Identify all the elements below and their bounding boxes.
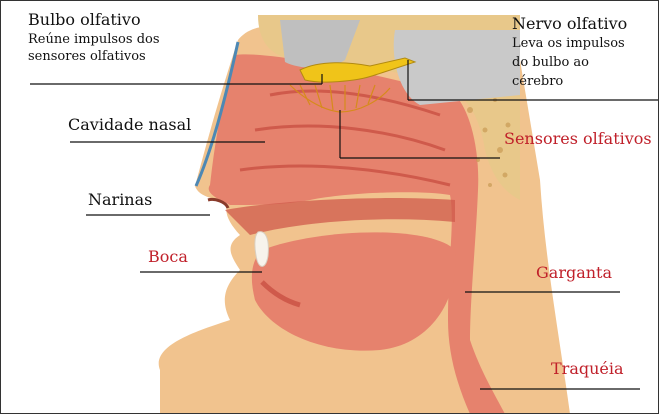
label-sensores-olfativos: Sensores olfativos [504,130,652,148]
label-garganta: Garganta [536,264,612,282]
label-bulbo-title: Bulbo olfativo [28,11,141,29]
label-nervo-title: Nervo olfativo [512,15,627,33]
label-boca: Boca [148,248,188,266]
label-bulbo-desc-2: sensores olfativos [28,50,146,65]
label-traqueia: Traquéia [551,360,624,378]
label-nervo-desc-2: do bulbo ao [512,56,589,71]
label-cavidade-nasal: Cavidade nasal [68,116,191,134]
brain-tissue [394,30,520,105]
label-bulbo-desc-1: Reúne impulsos dos [28,33,160,48]
label-nervo-desc-3: cérebro [512,75,563,90]
label-narinas: Narinas [88,191,152,209]
upper-tooth [255,232,269,267]
label-nervo-desc-1: Leva os impulsos [512,37,625,52]
